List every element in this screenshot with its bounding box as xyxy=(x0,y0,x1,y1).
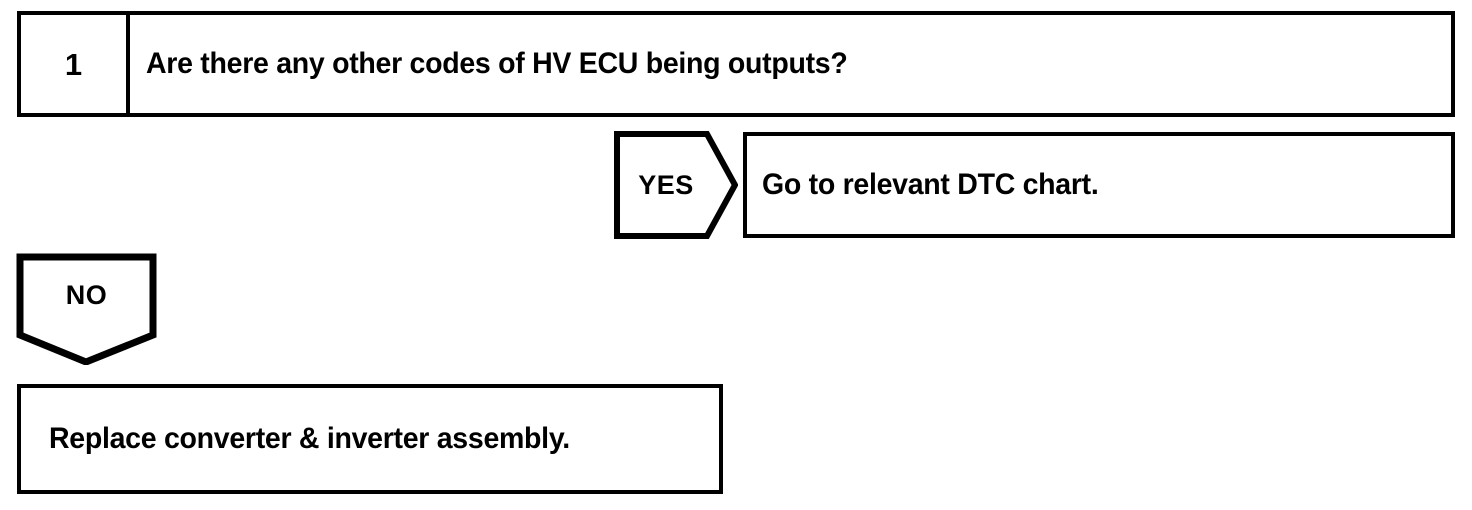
yes-branch-arrow xyxy=(614,131,738,239)
yes-action-text: Go to relevant DTC chart. xyxy=(762,168,1099,201)
no-arrow-shape xyxy=(16,253,157,365)
yes-action-box: Go to relevant DTC chart. xyxy=(743,132,1455,238)
no-action-text: Replace converter & inverter assembly. xyxy=(49,422,570,455)
step-number-cell: 1 xyxy=(21,15,130,113)
yes-arrow-shape xyxy=(614,131,738,239)
no-branch-arrow xyxy=(16,253,157,365)
step-question-text: Are there any other codes of HV ECU bein… xyxy=(146,47,848,80)
step-number: 1 xyxy=(64,46,83,82)
flowchart-step-row: 1 Are there any other codes of HV ECU be… xyxy=(17,11,1455,117)
no-action-box: Replace converter & inverter assembly. xyxy=(17,384,723,494)
step-question-cell: Are there any other codes of HV ECU bein… xyxy=(130,15,1451,113)
